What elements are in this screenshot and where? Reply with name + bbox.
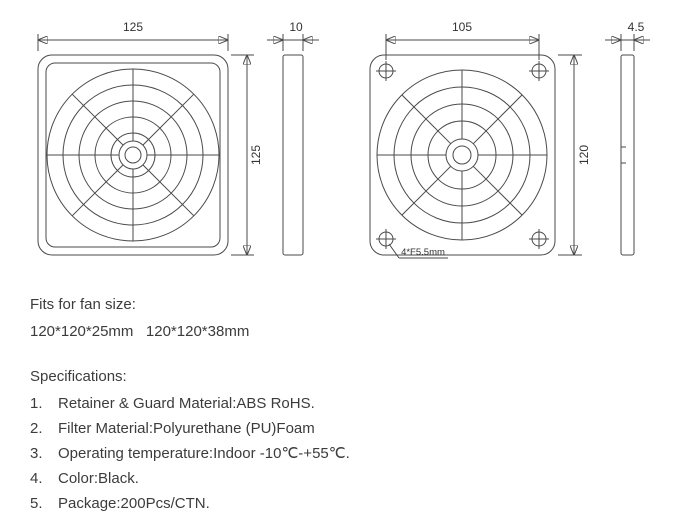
filter-width-label: 125 [123, 20, 143, 34]
spec-text: Color:Black. [58, 470, 139, 487]
fits-for-fan-size-title: Fits for fan size: [30, 296, 136, 313]
guard-thickness-dimension: 4.5 [605, 20, 650, 51]
technical-drawing: 125 125 10 [37, 20, 650, 259]
filter-side-view: 10 [267, 20, 319, 256]
product-info: Fits for fan size: 120*120*25mm 120*120*… [30, 292, 350, 514]
guard-height-label: 120 [577, 145, 591, 165]
specifications-title: Specifications: [30, 368, 127, 385]
mounting-hole-bottom-left [376, 229, 396, 249]
spec-text: Package:200Pcs/CTN. [58, 495, 210, 512]
guard-hole-pitch-dimension: 105 [385, 20, 540, 60]
spec-number: 3. [30, 445, 43, 462]
spec-item-color: 4. Color:Black. [30, 466, 350, 491]
guard-hole-note: 4*F5.5mm [401, 247, 445, 258]
spec-number: 4. [30, 470, 43, 487]
guard-hole-callout: 4*F5.5mm [388, 243, 448, 259]
spec-item-package: 5. Package:200Pcs/CTN. [30, 491, 350, 514]
spec-number: 5. [30, 495, 43, 512]
guard-front-view: 105 120 4*F5.5mm [369, 20, 591, 259]
spec-number: 2. [30, 420, 43, 437]
spec-text: Filter Material:Polyurethane (PU)Foam [58, 420, 315, 437]
mounting-hole-top-right [529, 61, 549, 81]
filter-thickness-label: 10 [289, 20, 303, 34]
filter-height-dimension: 125 [231, 54, 263, 256]
guard-hole-pitch-label: 105 [452, 20, 472, 34]
guard-thickness-label: 4.5 [628, 20, 645, 34]
spec-item-material: 1. Retainer & Guard Material:ABS RoHS. [30, 391, 350, 416]
filter-height-label: 125 [249, 145, 263, 165]
filter-front-view: 125 125 [37, 20, 263, 256]
mounting-hole-top-left [376, 61, 396, 81]
spec-text: Operating temperature:Indoor -10℃-+55℃. [58, 445, 350, 462]
filter-width-dimension: 125 [37, 20, 229, 51]
spec-number: 1. [30, 395, 43, 412]
spec-item-operating-temperature: 3. Operating temperature:Indoor -10℃-+55… [30, 441, 350, 466]
guard-side-view: 4.5 [605, 20, 650, 256]
filter-thickness-dimension: 10 [267, 20, 319, 51]
mounting-hole-bottom-right [529, 229, 549, 249]
spec-item-filter-material: 2. Filter Material:Polyurethane (PU)Foam [30, 416, 350, 441]
guard-height-dimension: 120 [558, 54, 591, 256]
spec-text: Retainer & Guard Material:ABS RoHS. [58, 395, 315, 412]
fan-sizes: 120*120*25mm 120*120*38mm [30, 323, 250, 340]
